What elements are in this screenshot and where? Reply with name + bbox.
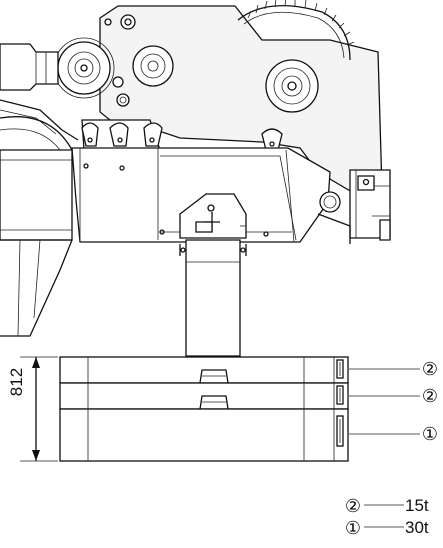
left-arm (0, 43, 59, 91)
carbody-frame (0, 147, 331, 357)
counterweight-block-bottom (59, 408, 349, 462)
left-wheel-arc (0, 116, 73, 151)
svg-text:15t: 15t (405, 496, 429, 515)
legend-row-15t: ② 15t (345, 496, 429, 516)
left-drum-outer (57, 41, 111, 95)
right-bracket (317, 169, 391, 244)
crane-upper-structure (0, 0, 383, 193)
lug-plates (81, 119, 283, 151)
middle-drum-outer (132, 45, 174, 87)
dimension-value: 812 (7, 368, 26, 396)
counterweight-block-middle (59, 382, 349, 410)
weight-marker-top: ② (422, 359, 438, 379)
svg-text:②: ② (345, 496, 361, 516)
carbody-main (71, 147, 331, 243)
counterweight-stack (59, 356, 349, 462)
weight-marker-leaders (349, 368, 420, 435)
svg-text:①: ① (345, 518, 361, 538)
svg-text:②: ② (422, 359, 438, 379)
dimension-line (20, 356, 58, 462)
legend-row-30t: ① 30t (345, 518, 429, 538)
svg-text:②: ② (422, 386, 438, 406)
counterweight-block-top (59, 356, 349, 384)
gear-arc (237, 4, 351, 61)
gear-teeth (247, 0, 355, 46)
svg-text:30t: 30t (405, 518, 429, 537)
svg-text:①: ① (422, 424, 438, 444)
weight-marker-bottom: ① (422, 424, 438, 444)
weight-marker-middle: ② (422, 386, 438, 406)
weight-legend: ② 15t ① 30t (345, 496, 429, 538)
center-post (185, 239, 241, 357)
left-track-edge (0, 149, 73, 241)
